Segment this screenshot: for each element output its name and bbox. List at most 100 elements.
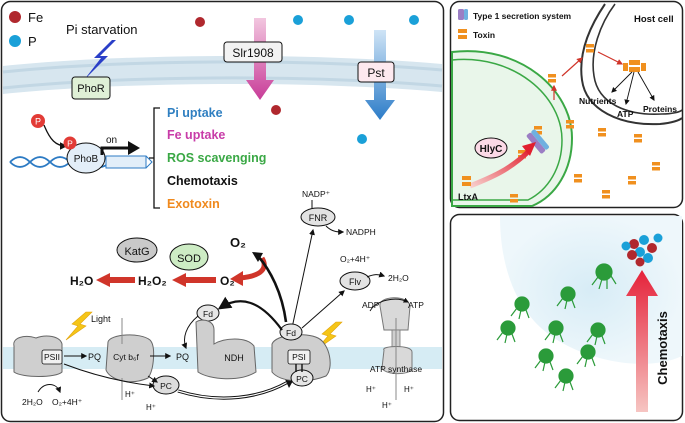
fe-dot bbox=[195, 17, 205, 27]
fd1-label: Fd bbox=[203, 309, 213, 319]
nutrient-cluster bbox=[621, 233, 663, 267]
h-plus-label: H⁺ bbox=[404, 385, 414, 394]
katg-oval bbox=[116, 237, 158, 263]
func-pi-uptake: Pi uptake bbox=[167, 106, 223, 120]
host-cell bbox=[580, 3, 683, 126]
func-chemotaxis: Chemotaxis bbox=[167, 174, 238, 188]
phor-box bbox=[71, 76, 111, 100]
adp-label: ADP bbox=[362, 300, 380, 310]
p-dot bbox=[409, 15, 419, 25]
p-legend-label: P bbox=[28, 34, 37, 49]
fd-to-o2-arrow bbox=[257, 255, 288, 323]
pq2-label: PQ bbox=[176, 352, 189, 362]
ltxa-icon bbox=[462, 176, 471, 186]
bacterium-cell bbox=[451, 50, 574, 207]
p-badge-phor-label: P bbox=[35, 117, 41, 127]
katg-label: KatG bbox=[124, 246, 149, 258]
p-badge-phob-label: P bbox=[67, 139, 73, 149]
fnr-label: FNR bbox=[309, 213, 328, 223]
p-dot bbox=[344, 15, 354, 25]
nutrients-label: Nutrients bbox=[579, 96, 617, 106]
slr-box bbox=[223, 41, 283, 63]
ndh-label: NDH bbox=[224, 353, 244, 363]
p-dot bbox=[357, 134, 367, 144]
hlyc-label: HlyC bbox=[480, 144, 503, 155]
proteins-label: Proteins bbox=[643, 104, 677, 114]
p-legend-dot bbox=[9, 35, 21, 47]
func-fe-uptake: Fe uptake bbox=[167, 128, 225, 142]
slr-label: Slr1908 bbox=[232, 46, 274, 60]
cyt-b6f-complex bbox=[105, 334, 155, 383]
o2-label: O₂ bbox=[230, 235, 246, 250]
h-plus-label: H⁺ bbox=[382, 401, 392, 410]
sod-label: SOD bbox=[177, 253, 201, 265]
h2o-label: H₂O bbox=[70, 274, 93, 288]
phob-oval bbox=[66, 142, 106, 174]
psi-label: PSI bbox=[292, 352, 306, 362]
function-bracket bbox=[149, 107, 160, 209]
cyt-label: Cyt b₆f bbox=[113, 352, 139, 362]
chemotaxis-label: Chemotaxis bbox=[655, 311, 670, 385]
pst-box bbox=[357, 61, 395, 83]
t1ss-icon bbox=[458, 9, 468, 20]
flv-oval bbox=[339, 271, 371, 291]
p-dot bbox=[293, 15, 303, 25]
ndh-complex bbox=[195, 319, 257, 380]
two-h2o-label: 2H₂O bbox=[22, 397, 43, 407]
fe-legend-label: Fe bbox=[28, 10, 43, 25]
toxin-icon bbox=[458, 29, 467, 39]
o2-4h-label: O₂+4H⁺ bbox=[340, 254, 371, 264]
toxin-molecule bbox=[510, 44, 660, 203]
h-plus-label: H⁺ bbox=[125, 390, 135, 399]
flv-label: Flv bbox=[349, 277, 361, 287]
atp-synthase-label: ATP synthase bbox=[370, 364, 422, 374]
toxin-pore bbox=[623, 60, 646, 72]
o2-4h-bottom-label: O₂+4H⁺ bbox=[52, 397, 83, 407]
nadph-label: NADPH bbox=[346, 227, 376, 237]
toxin-label: Toxin bbox=[473, 30, 495, 40]
func-ros-scavenging: ROS scavenging bbox=[167, 151, 266, 165]
light-bolt-icon bbox=[65, 311, 93, 341]
psii-label: PSII bbox=[44, 352, 60, 362]
phob-label: PhoB bbox=[74, 154, 99, 165]
pc2-label: PC bbox=[296, 374, 308, 384]
sod-oval bbox=[169, 243, 209, 271]
func-exotoxin: Exotoxin bbox=[167, 197, 220, 211]
t1ss-label: Type 1 secretion system bbox=[473, 11, 572, 21]
ltxa-label: LtxA bbox=[458, 192, 479, 202]
fe-dot bbox=[271, 105, 281, 115]
h-plus-label: H⁺ bbox=[146, 403, 156, 412]
chemotaxis-arrow bbox=[626, 270, 658, 412]
pc1-label: PC bbox=[160, 381, 172, 391]
psii-complex bbox=[13, 335, 63, 377]
bacterium-icon bbox=[496, 263, 617, 392]
t1ss-channel bbox=[526, 129, 549, 154]
fd2-oval bbox=[279, 323, 303, 341]
p-badge-phob bbox=[63, 136, 77, 150]
two-h2o-right-label: 2H₂O bbox=[388, 273, 409, 283]
phor-label: PhoR bbox=[77, 83, 105, 95]
hlyc-oval bbox=[474, 137, 508, 159]
fd-to-fd-arrow bbox=[217, 296, 283, 331]
h-plus-label: H⁺ bbox=[366, 385, 376, 394]
on-arrow bbox=[100, 146, 130, 155]
pi-starvation-label: Pi starvation bbox=[66, 22, 138, 37]
pst-label: Pst bbox=[367, 66, 385, 80]
hlyc-arrow bbox=[469, 148, 532, 189]
p-badge-phor bbox=[31, 114, 45, 128]
atp-host-label: ATP bbox=[617, 109, 634, 119]
light-label: Light bbox=[91, 314, 111, 324]
gene-box bbox=[105, 155, 147, 169]
fe-legend-dot bbox=[9, 11, 21, 23]
fd2-label: Fd bbox=[286, 328, 296, 338]
host-cell-label: Host cell bbox=[634, 14, 674, 25]
fnr-oval bbox=[300, 207, 336, 227]
h2o2-label: H₂O₂ bbox=[138, 274, 167, 288]
left-panel bbox=[0, 0, 445, 423]
lightning-icon bbox=[84, 40, 116, 80]
nadp-label: NADP⁺ bbox=[302, 189, 331, 199]
atp-label: ATP bbox=[408, 300, 424, 310]
on-label: on bbox=[106, 135, 117, 146]
pq1-label: PQ bbox=[88, 352, 101, 362]
